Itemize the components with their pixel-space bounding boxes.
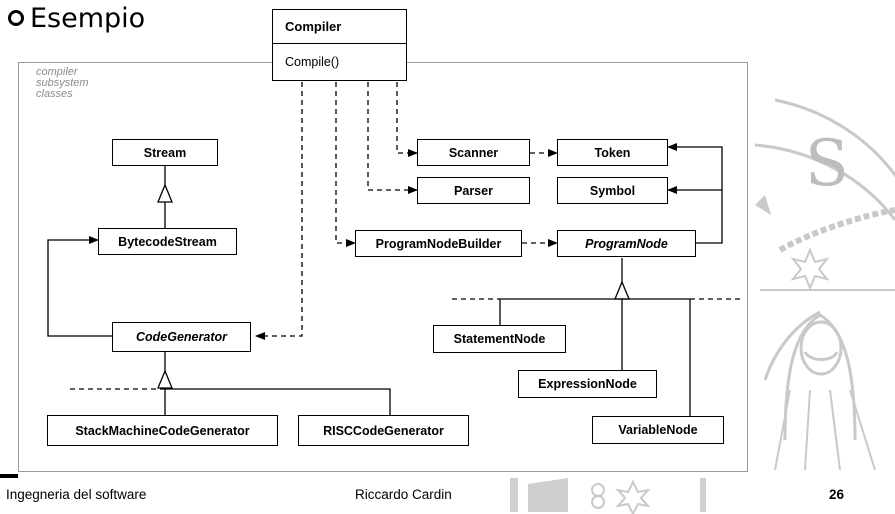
slide-title: Esempio <box>8 0 145 36</box>
footer-author: Riccardo Cardin <box>355 487 452 502</box>
class-bytecodestream: BytecodeStream <box>98 228 237 255</box>
university-seal-icon: S <box>755 98 895 471</box>
class-expressionnode: ExpressionNode <box>518 370 657 398</box>
dep-compiler-parser <box>367 82 418 194</box>
class-variablenode: VariableNode <box>592 416 724 444</box>
subsystem-label: compiler subsystem classes <box>36 67 89 100</box>
compiler-class-name: Compiler <box>273 10 406 44</box>
class-scanner: Scanner <box>417 139 530 166</box>
assoc-codegenerator-bytecodestream <box>47 236 112 337</box>
subsystem-label-line: classes <box>36 88 73 100</box>
subsystem-label-line: compiler <box>36 66 78 78</box>
svg-text:S: S <box>805 127 849 201</box>
page-number: 26 <box>829 487 845 502</box>
slide-title-text: Esempio <box>30 2 146 34</box>
dep-compiler-codegenerator <box>255 82 303 340</box>
footer-course: Ingegneria del software <box>6 487 147 502</box>
inherit-codegenerator <box>164 388 391 415</box>
class-token: Token <box>557 139 668 166</box>
class-programnode: ProgramNode <box>557 230 696 257</box>
class-risccodegenerator: RISCCodeGenerator <box>298 415 469 446</box>
dep-compiler-scanner <box>396 82 418 157</box>
class-programnodebuilder: ProgramNodeBuilder <box>355 230 522 257</box>
class-stackmachinecodegenerator: StackMachineCodeGenerator <box>47 415 278 446</box>
class-codegenerator: CodeGenerator <box>112 322 251 352</box>
bullet-icon <box>8 10 24 26</box>
class-statementnode: StatementNode <box>433 325 566 353</box>
compiler-class: Compiler Compile() <box>272 9 407 81</box>
class-stream: Stream <box>112 139 218 166</box>
subsystem-label-line: subsystem <box>36 77 89 89</box>
dep-compiler-programnodebuilder <box>335 82 356 247</box>
compiler-operation: Compile() <box>285 55 340 69</box>
university-logo-icon <box>510 478 706 514</box>
footer-mark <box>0 474 18 478</box>
class-parser: Parser <box>417 177 530 204</box>
class-symbol: Symbol <box>557 177 668 204</box>
assoc-programnode-token <box>667 143 723 244</box>
inherit-programnode <box>499 298 691 416</box>
